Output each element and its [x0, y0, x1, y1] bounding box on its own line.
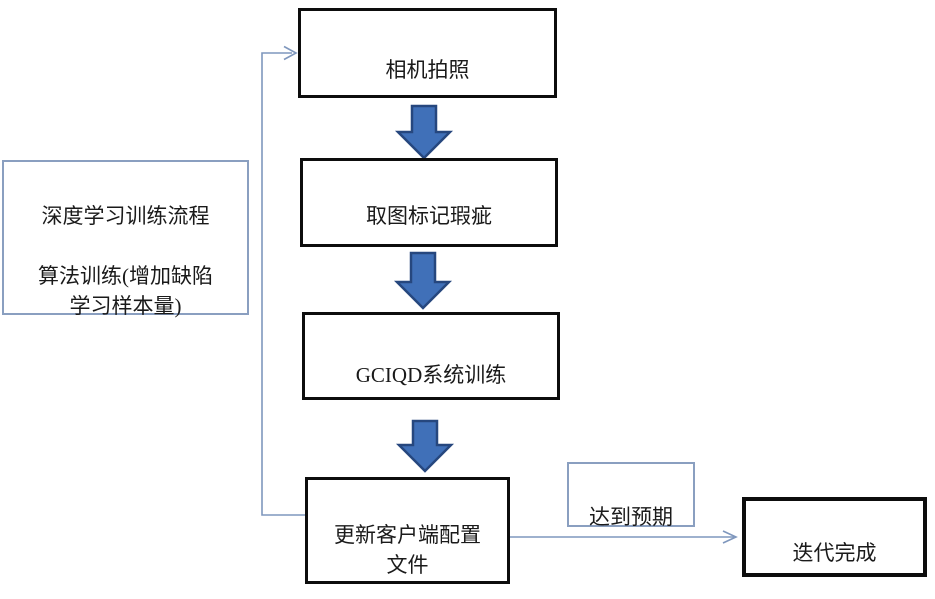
down-block-arrow-icon — [393, 251, 453, 310]
node-gciqd-training: GCIQD系统训练 — [302, 312, 560, 400]
node-label: 取图标记瑕疵 — [366, 204, 492, 228]
node-iteration-complete: 迭代完成 — [742, 497, 927, 577]
node-label: GCIQD系统训练 — [355, 363, 507, 387]
edge-label-expectation-met: 达到预期 — [567, 462, 695, 529]
node-update-client-config: 更新客户端配置 文件 — [305, 477, 510, 584]
node-label: 相机拍照 — [385, 58, 470, 82]
node-mark-defects: 取图标记瑕疵 — [300, 158, 558, 247]
down-block-arrow-icon — [395, 419, 455, 473]
node-camera-capture: 相机拍照 — [298, 8, 557, 98]
edge-label-text: 达到预期 — [589, 505, 673, 529]
node-label: 更新客户端配置 文件 — [334, 523, 481, 577]
result-arrowhead-icon — [722, 530, 738, 544]
node-label: 迭代完成 — [792, 541, 877, 565]
feedback-connector-line — [261, 52, 306, 516]
note-label: 深度学习训练流程 算法训练(增加缺陷 学习样本量) — [38, 204, 213, 318]
down-block-arrow-icon — [394, 104, 454, 160]
feedback-arrowhead-icon — [283, 45, 298, 61]
note-deep-learning-process: 深度学习训练流程 算法训练(增加缺陷 学习样本量) — [2, 160, 249, 318]
